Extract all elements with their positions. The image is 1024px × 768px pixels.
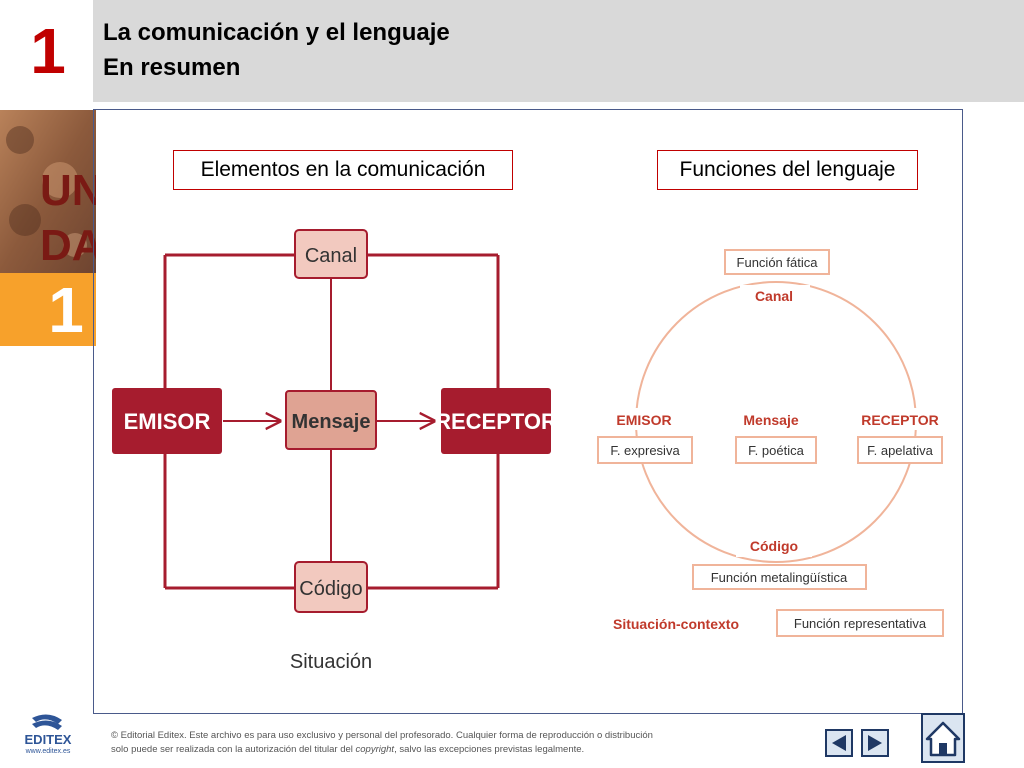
emisor-label: EMISOR: [124, 409, 211, 434]
f-apelativa-box: F. apelativa: [857, 436, 943, 464]
f-expresiva-box: F. expresiva: [597, 436, 693, 464]
copyright-line1: © Editorial Editex. Este archivo es para…: [111, 730, 653, 741]
f-poetica-box: F. poética: [735, 436, 817, 464]
badge-number: 1: [48, 274, 84, 346]
communication-elements-diagram: Canal EMISOR Mensaje RECEPTOR Código Sit…: [112, 229, 557, 673]
next-button[interactable]: [861, 729, 889, 757]
mensaje-function-label: Mensaje: [743, 412, 798, 428]
mensaje-box: Mensaje: [285, 390, 377, 450]
prev-button[interactable]: [825, 729, 853, 757]
editex-logo: EDITEX www.editex.es: [18, 712, 78, 762]
triangle-left-icon: [832, 735, 846, 751]
copyright-line2: solo puede ser realizada con la autoriza…: [111, 744, 585, 755]
funcion-fatica-label: Función fática: [737, 255, 819, 270]
codigo-label: Código: [299, 578, 362, 600]
unit-badge: UNI DAD 1: [0, 110, 96, 346]
receptor-box: RECEPTOR: [435, 388, 557, 454]
emisor-function-label: EMISOR: [616, 412, 671, 428]
canal-label: Canal: [305, 245, 357, 267]
badge-text-bottom: DAD: [40, 221, 96, 270]
receptor-function-label: RECEPTOR: [861, 412, 939, 428]
funcion-metalinguistica-label: Función metalingüística: [711, 570, 848, 585]
funcion-representativa-label: Función representativa: [794, 616, 927, 631]
emisor-box: EMISOR: [112, 388, 222, 454]
funcion-metalinguistica-box: Función metalingüística: [692, 564, 867, 590]
unit-badge-art: UNI DAD 1: [0, 110, 96, 346]
f-expresiva-label: F. expresiva: [610, 443, 680, 458]
home-button[interactable]: [921, 713, 965, 763]
header-bar: [93, 0, 1024, 102]
mensaje-label: Mensaje: [292, 411, 371, 433]
editex-brand: EDITEX: [24, 732, 72, 747]
codigo-box: Código: [294, 561, 368, 613]
triangle-right-icon: [868, 735, 882, 751]
editex-website: www.editex.es: [25, 748, 71, 755]
situacion-contexto-label: Situación-contexto: [613, 616, 739, 632]
canal-box: Canal: [294, 229, 368, 279]
f-poetica-label: F. poética: [748, 443, 804, 458]
copyright-notice: © Editorial Editex. Este archivo es para…: [111, 729, 751, 757]
codigo-function-label: Código: [750, 538, 798, 554]
section-title-elements: Elementos en la comunicación: [173, 150, 513, 190]
language-functions-diagram: Función fática Canal EMISOR F. expresiva…: [597, 249, 946, 637]
receptor-label: RECEPTOR: [435, 409, 557, 434]
funcion-fatica-box: Función fática: [724, 249, 830, 275]
content-frame: [93, 109, 963, 714]
situacion-label: Situación: [290, 651, 372, 673]
house-icon: [925, 721, 961, 757]
badge-text-top: UNI: [40, 166, 96, 215]
funcion-representativa-box: Función representativa: [776, 609, 944, 637]
unit-number: 1: [30, 15, 66, 87]
f-apelativa-label: F. apelativa: [867, 443, 934, 458]
page-subtitle: En resumen: [103, 54, 241, 81]
page-title: La comunicación y el lenguaje: [103, 19, 450, 46]
canal-function-label: Canal: [755, 288, 793, 304]
section-title-functions: Funciones del lenguaje: [657, 150, 918, 190]
editex-logo-icon: [32, 714, 62, 730]
